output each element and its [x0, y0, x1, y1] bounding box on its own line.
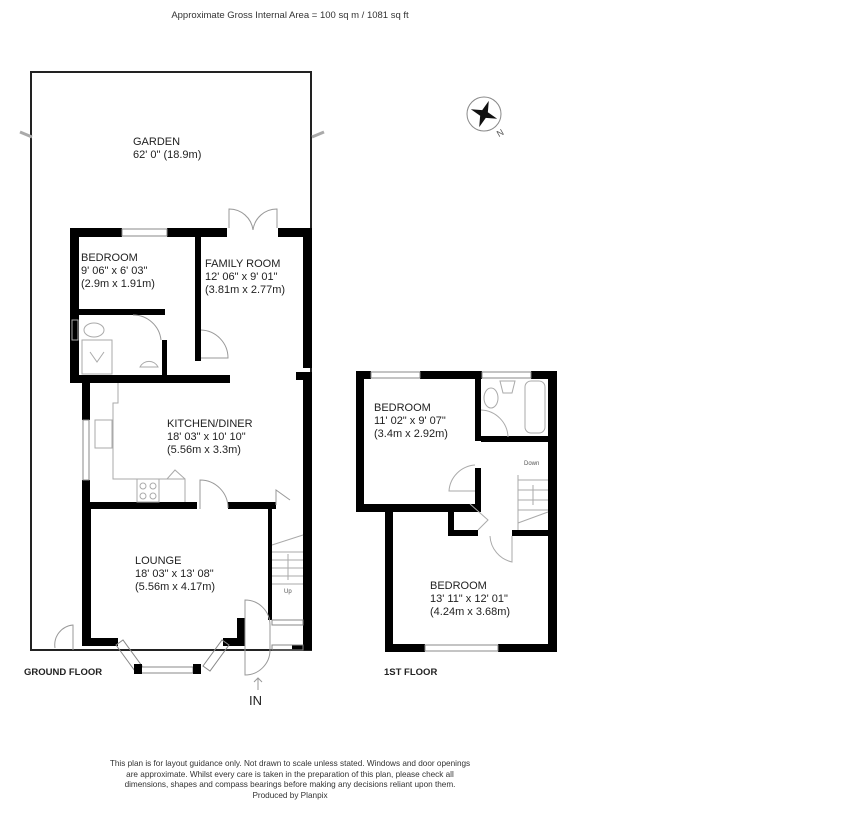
- room-label-family-room: FAMILY ROOM 12' 06" x 9' 01" (3.81m x 2.…: [205, 258, 286, 296]
- room-label-bedroom-first-1: BEDROOM 11' 02" x 9' 07" (3.4m x 2.92m): [374, 402, 448, 440]
- first-floor-label: 1ST FLOOR: [384, 667, 438, 678]
- kitchen-units: [94, 383, 186, 503]
- first-floor-windows: [370, 371, 532, 652]
- room-label-bedroom-first-2: BEDROOM 13' 11" x 12' 01" (4.24m x 3.68m…: [430, 580, 511, 618]
- compass-icon: [466, 96, 502, 132]
- ground-floor-doors: [54, 208, 291, 690]
- gross-area-header: Approximate Gross Internal Area = 100 sq…: [171, 10, 409, 21]
- first-floor-walls: [356, 371, 557, 652]
- stairs-down-label: Down: [524, 461, 540, 467]
- stairs-up-label: Up: [284, 589, 292, 595]
- first-floor-fixtures: [448, 380, 549, 563]
- bay-window-posts: [134, 664, 201, 674]
- disclaimer-footer: This plan is for layout guidance only. N…: [109, 759, 471, 800]
- room-label-garden: GARDEN 62' 0" (18.9m): [133, 136, 202, 161]
- room-label-kitchen-diner: KITCHEN/DINER 18' 03" x 10' 10" (5.56m x…: [167, 418, 253, 456]
- cloakroom-fixtures: [71, 319, 159, 375]
- entrance-label: IN: [249, 693, 262, 708]
- ground-floor-label: GROUND FLOOR: [24, 667, 103, 678]
- room-label-lounge: LOUNGE 18' 03" x 13' 08" (5.56m x 4.17m): [135, 555, 216, 593]
- ground-floor-walls: [70, 228, 312, 650]
- room-label-bedroom-ground: BEDROOM 9' 06" x 6' 03" (2.9m x 1.91m): [81, 252, 155, 290]
- ground-floor-stairs: [271, 534, 304, 585]
